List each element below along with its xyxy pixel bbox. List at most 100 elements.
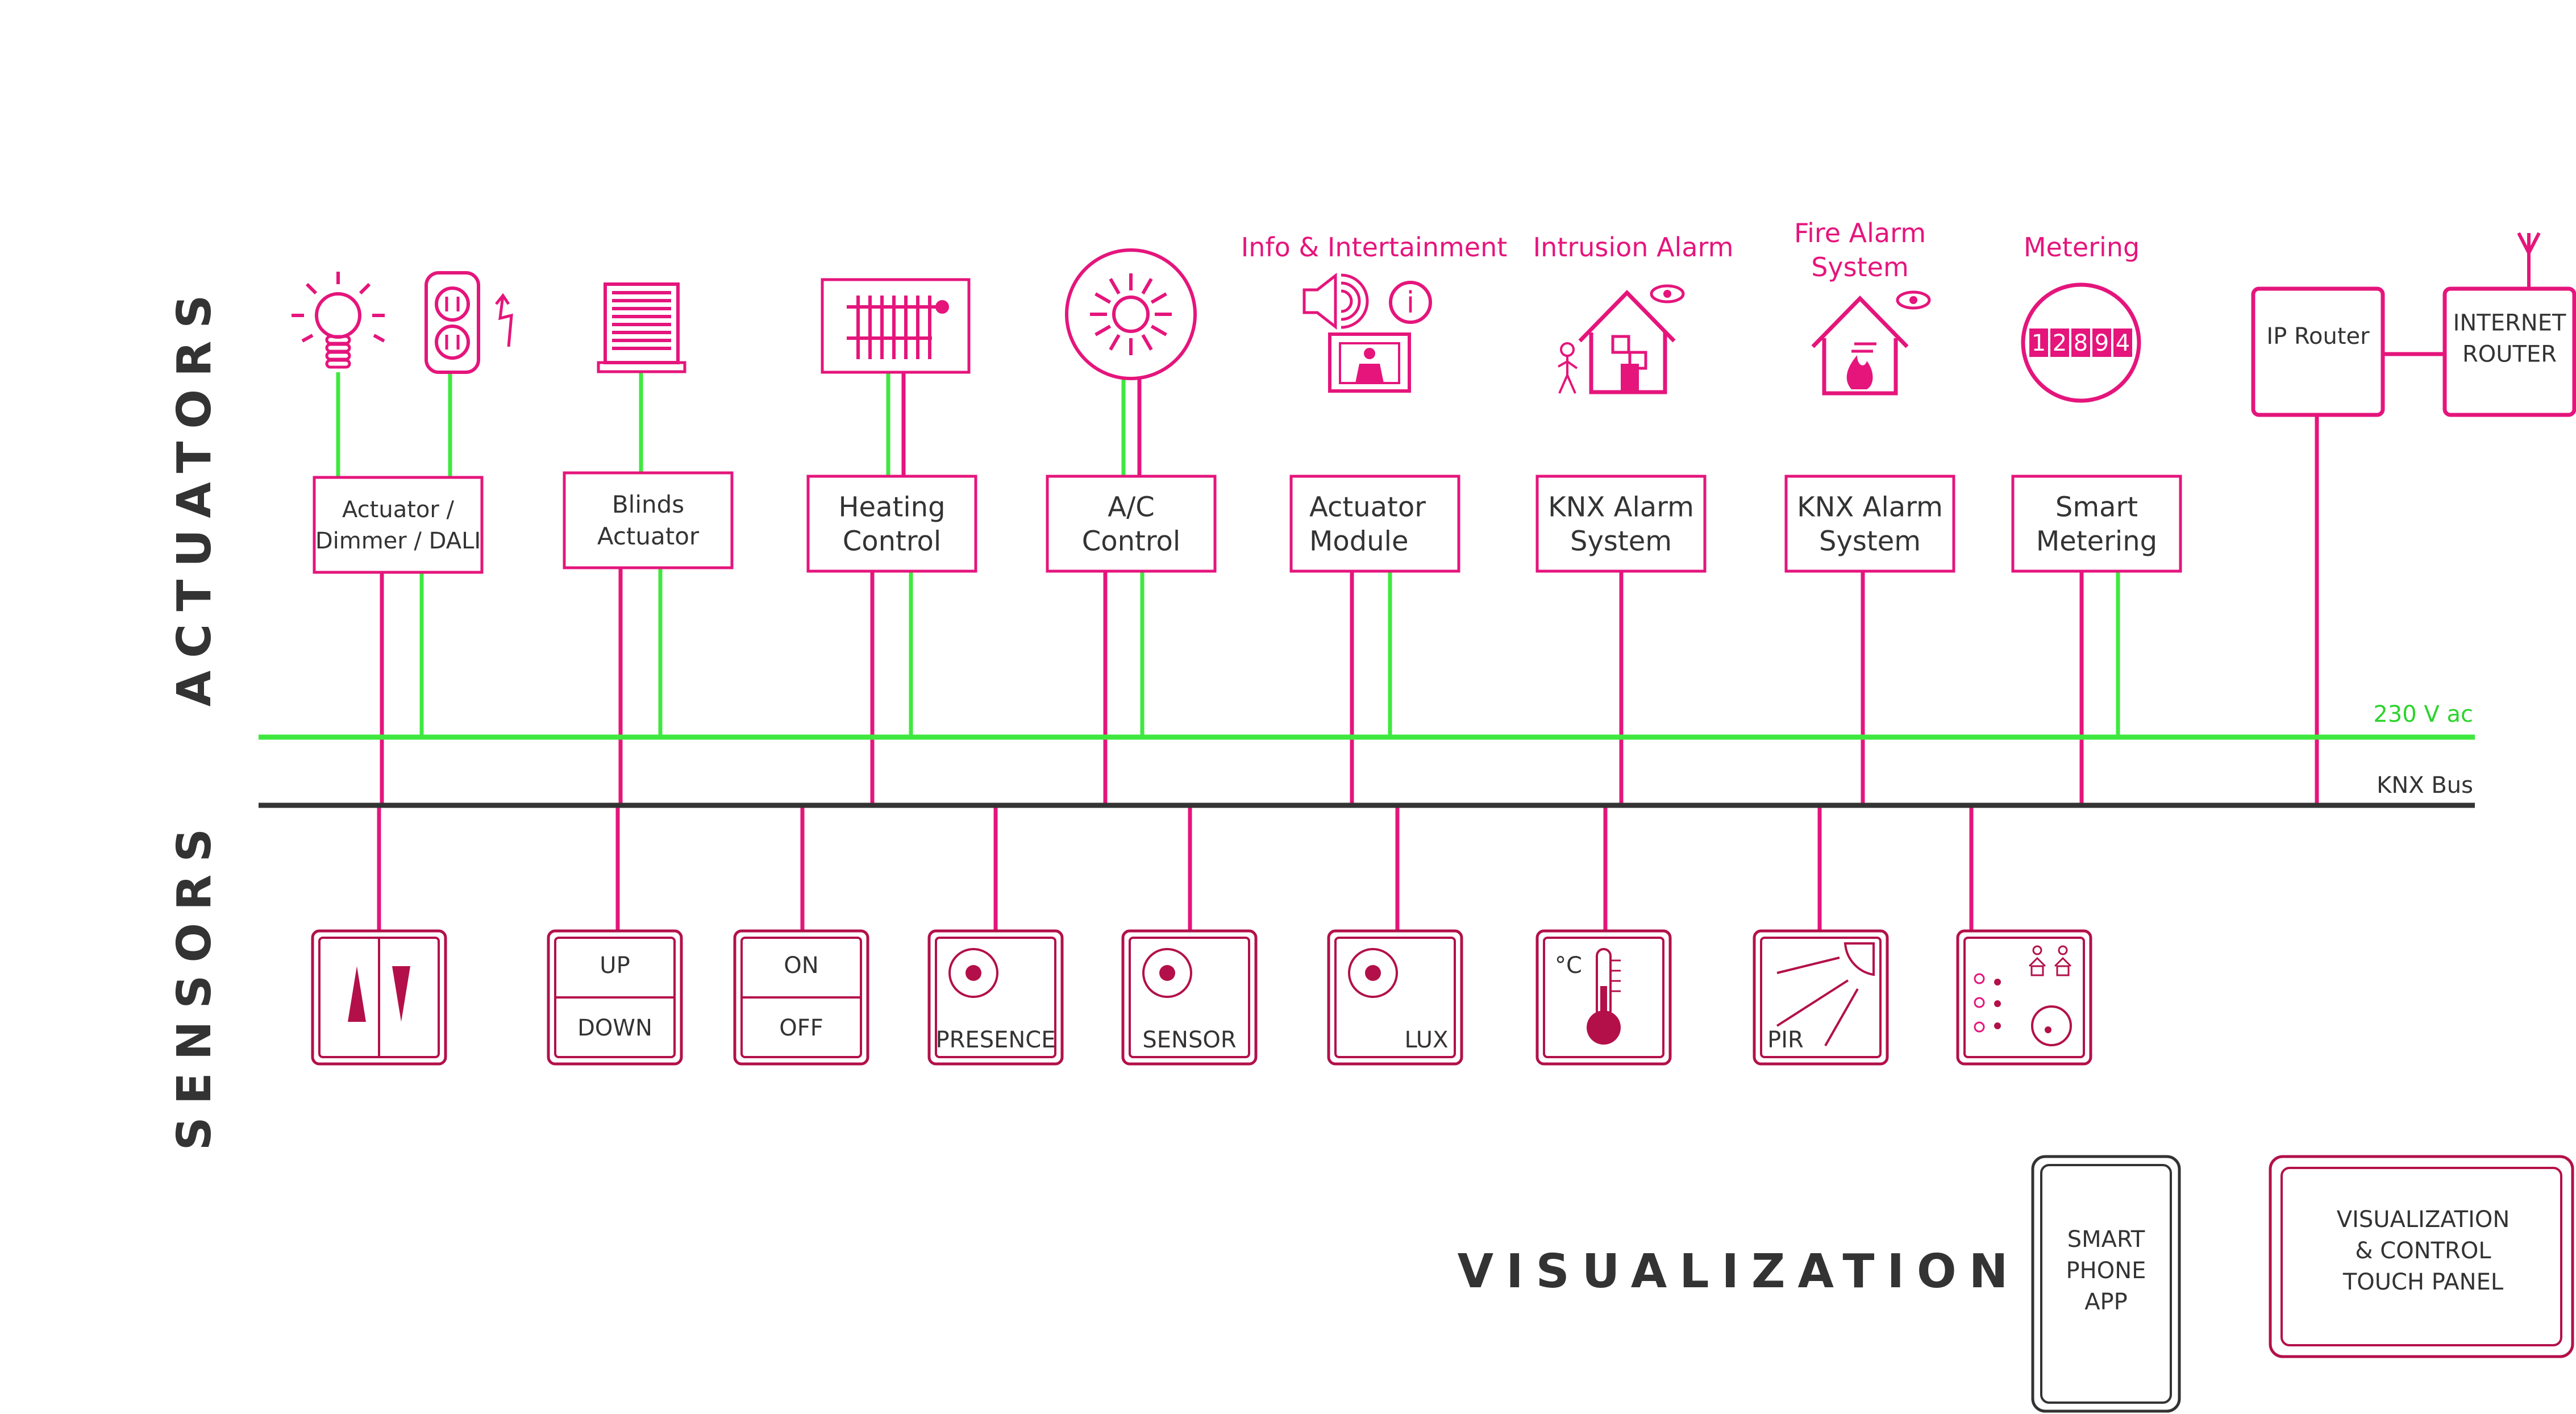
meter-digit-cell: [2029, 328, 2048, 357]
radiator-icon: [821, 278, 971, 374]
presence-sensor: PRESENCE: [927, 929, 1064, 1066]
generic-sensor: SENSOR: [1121, 929, 1258, 1066]
sensor-outer-frame: [1327, 929, 1463, 1066]
internet-router-label: INTERNET: [2453, 310, 2566, 336]
actuator-box: [1046, 475, 1217, 573]
actuator-label: Dimmer / DALI: [315, 528, 481, 554]
phone-label: PHONE: [2066, 1258, 2146, 1284]
pir-label: PIR: [1767, 1027, 1804, 1053]
pir-beam: [1824, 988, 1859, 1046]
meter-digit-cell: [2050, 328, 2069, 357]
house-roof: [1811, 295, 1909, 348]
sun-snowflake-icon: [1065, 248, 1197, 380]
house-roof: [1578, 289, 1676, 343]
meter-digit: 9: [2095, 330, 2109, 356]
intruder-head: [1560, 342, 1575, 357]
bulb-ray: [359, 282, 371, 295]
house-walls: [1822, 338, 1898, 396]
section-title-sensors: SENSORS: [168, 816, 222, 1151]
bulb-glass: [315, 292, 361, 339]
fire-flame: [1846, 355, 1873, 389]
mode-led: [1994, 979, 2001, 985]
indicator-led: [2032, 945, 2042, 955]
temperature-sensor: °C: [1535, 929, 1672, 1066]
actuator-label: Heating: [838, 491, 945, 523]
power-line-label: 230 V ac: [2373, 701, 2473, 727]
actuator-label: Metering: [2036, 525, 2157, 557]
eye-outline: [1650, 284, 1685, 303]
actuator-label: Actuator: [597, 522, 700, 550]
sensor-lens-ring: [1348, 948, 1398, 998]
phone-label: SMART: [2067, 1226, 2145, 1253]
up-down-switch: UP DOWN: [547, 929, 683, 1066]
sun-core: [1112, 296, 1150, 333]
ac-ray: [1109, 334, 1121, 351]
power-socket-icon: [425, 271, 513, 374]
phone-screen: [2040, 1164, 2172, 1404]
actuator-label: Actuator: [1309, 491, 1426, 523]
lightning-mark: [498, 295, 513, 347]
actuator-label: A/C: [1108, 491, 1155, 523]
mode-house-icon: [2054, 956, 2072, 967]
actuator-label: Control: [1082, 525, 1181, 557]
actuator-label: KNX Alarm: [1548, 491, 1694, 523]
pir-beam: [1776, 956, 1840, 974]
pir-beam: [1776, 979, 1849, 1027]
sensor-label: LUX: [1405, 1027, 1449, 1053]
lightning-arrow: [495, 293, 510, 305]
knx-bus-label: KNX Bus: [2377, 772, 2473, 799]
mode-symbol: [1974, 973, 1985, 984]
sensor-outer-frame: [927, 929, 1064, 1066]
ac-ray: [1141, 278, 1153, 295]
arrow-up-icon: [348, 966, 366, 1022]
sound-wave: [1341, 281, 1361, 321]
ac-ray: [1095, 325, 1112, 336]
radiator-frame: [821, 278, 971, 374]
actuator-boxes: Actuator /Dimmer / DALIBlindsActuatorHea…: [313, 471, 2182, 574]
sensor-inner-frame: [1543, 937, 1664, 1058]
house-window: [1611, 335, 1630, 354]
info-glyph: i: [1406, 286, 1414, 320]
internet-router-box: [2442, 286, 2576, 417]
temperature-unit-label: °C: [1555, 953, 1582, 979]
panel-outer: [2269, 1155, 2574, 1358]
display-person-body: [1355, 364, 1384, 383]
sensor-lens-ring: [1142, 948, 1192, 998]
mode-led: [1994, 1000, 2001, 1007]
meter-circle: [2021, 282, 2141, 403]
bulb-thread: [325, 359, 351, 369]
actuator-label: System: [1819, 525, 1921, 557]
eye-pupil: [1663, 290, 1671, 298]
bulb-ray: [305, 282, 318, 295]
meter-digit: 2: [2053, 330, 2067, 356]
sensor-lens: [966, 965, 981, 981]
ip-router-label: IP Router: [2266, 323, 2370, 350]
controller-knob-mark: [2045, 1026, 2051, 1033]
mode-symbol: [1974, 1021, 1985, 1033]
sound-wave: [1341, 273, 1369, 329]
switch-label-bottom: OFF: [779, 1015, 823, 1041]
bulb-thread: [325, 335, 351, 345]
switch-label-bottom: DOWN: [577, 1015, 652, 1041]
ac-circle: [1065, 248, 1197, 380]
switch-label-top: UP: [600, 953, 630, 979]
header-label: Intrusion Alarm: [1533, 232, 1734, 263]
socket-frame: [425, 271, 480, 374]
section-title-actuators: ACTUATORS: [168, 282, 222, 707]
antenna-icon: [2517, 232, 2541, 289]
lux-sensor: LUX: [1327, 929, 1463, 1066]
sensor-inner-frame: [1963, 937, 2085, 1058]
pir-lens: [1843, 942, 1875, 976]
mode-house-icon: [2028, 956, 2046, 967]
mode-house-icon: [2056, 965, 2070, 976]
eye-pupil: [1909, 296, 1917, 304]
actuator-box: [806, 475, 977, 573]
actuator-label: Smart: [2055, 491, 2138, 523]
blinds-sill: [597, 361, 686, 373]
actuator-label: Blinds: [612, 490, 684, 518]
